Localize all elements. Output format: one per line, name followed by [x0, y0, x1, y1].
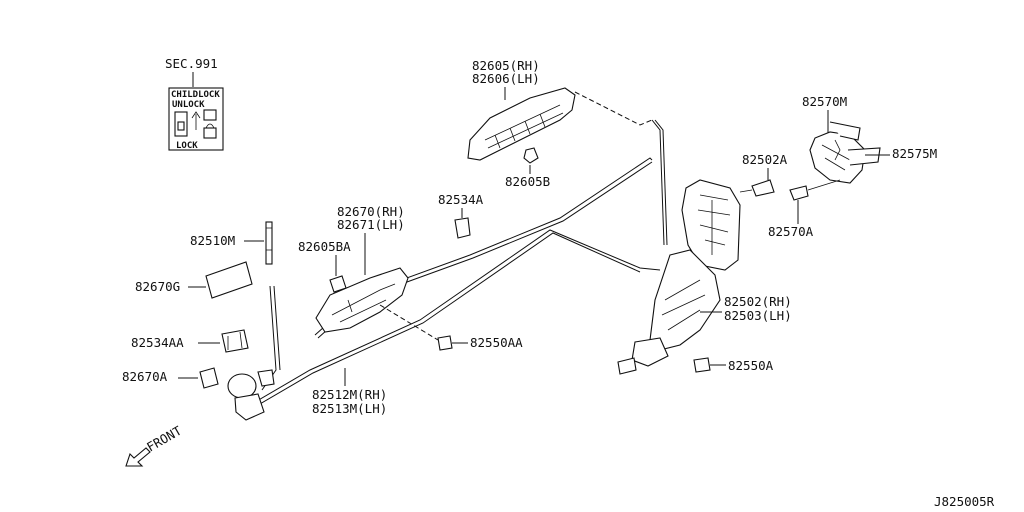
label-82570a: 82570A	[768, 224, 814, 239]
striker-group: 82570M 82575M	[802, 94, 937, 184]
part-82534a	[454, 217, 471, 239]
door-lock-motor	[631, 337, 669, 367]
cable-82512m	[249, 229, 661, 406]
bell-crank-base	[234, 393, 265, 421]
label-82534a: 82534A	[438, 192, 484, 207]
part-82605b	[523, 147, 539, 164]
lock-knob-rod	[265, 221, 273, 265]
label-82510m: 82510M	[190, 233, 235, 248]
label-82671-lh: 82671(LH)	[337, 217, 405, 232]
part-82605ba	[329, 275, 347, 293]
inside-handle-group: 82670(RH) 82671(LH) 82605BA	[298, 204, 409, 333]
label-82670-rh: 82670(RH)	[337, 204, 405, 219]
sec-reference-label: SEC.991	[165, 56, 218, 71]
door-lock-actuator-group: 82502(RH) 82503(LH) 82550A	[617, 179, 792, 375]
label-82550a: 82550A	[728, 358, 774, 373]
part-82502a	[751, 179, 775, 197]
label-82502-rh: 82502(RH)	[724, 294, 792, 309]
label-82503-lh: 82503(LH)	[724, 308, 792, 323]
front-arrow-icon	[125, 447, 151, 467]
part-82534aa	[221, 329, 249, 353]
handle-rod	[651, 119, 665, 246]
label-82513m-lh: 82513M(LH)	[312, 401, 387, 416]
label-82605b: 82605B	[505, 174, 550, 189]
label-82605-rh: 82605(RH)	[472, 58, 540, 73]
part-82550aa	[437, 335, 453, 351]
label-82512m-rh: 82512M(RH)	[312, 387, 387, 402]
label-82550aa: 82550AA	[470, 335, 523, 350]
part-82670g	[205, 261, 253, 299]
door-lock-upper	[681, 179, 741, 271]
outside-handle	[467, 87, 576, 161]
door-lock-connector	[617, 357, 637, 375]
bell-crank	[227, 373, 257, 399]
part-82570a	[789, 185, 809, 201]
inside-handle	[315, 267, 409, 333]
lock-icon	[203, 127, 217, 139]
front-direction-indicator: FRONT	[125, 423, 184, 467]
part-82670a	[199, 367, 219, 389]
label-82575m: 82575M	[892, 146, 937, 161]
label-82670a: 82670A	[122, 369, 168, 384]
striker-shim	[829, 121, 861, 141]
label-82670g: 82670G	[135, 279, 180, 294]
outside-handle-group: 82605(RH) 82606(LH) 82605B	[467, 58, 653, 189]
label-82605ba: 82605BA	[298, 239, 351, 254]
child-lock-inset: SEC.991 CHILDLOCK UNLOCK LOCK	[165, 56, 224, 151]
door-lock-body	[649, 249, 721, 351]
label-82534aa: 82534AA	[131, 335, 184, 350]
unlock-icon	[203, 109, 217, 121]
part-82550a	[693, 357, 711, 373]
label-82502a: 82502A	[742, 152, 788, 167]
child-lock-title: CHILDLOCK	[171, 90, 220, 100]
child-lock-unlock-label: UNLOCK	[172, 100, 205, 110]
drawing-id: J825005R	[934, 494, 995, 509]
child-lock-lock-label: LOCK	[176, 141, 198, 151]
label-82606-lh: 82606(LH)	[472, 71, 540, 86]
front-label: FRONT	[144, 423, 184, 455]
label-82570m: 82570M	[802, 94, 847, 109]
striker-plate	[847, 147, 881, 166]
arrow-up-icon	[191, 111, 201, 130]
